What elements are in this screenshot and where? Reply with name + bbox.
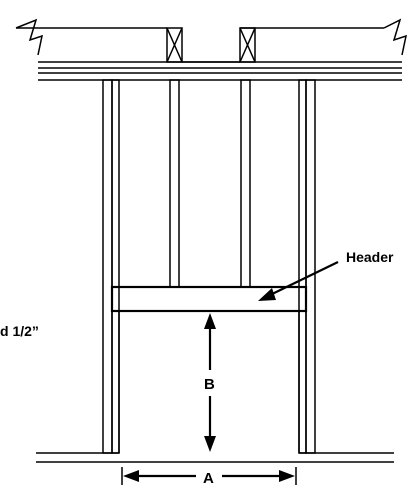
left-jack-stud bbox=[111, 79, 120, 454]
dimension-a: A bbox=[121, 467, 297, 487]
right-king-stud-outer bbox=[305, 79, 316, 454]
dimension-a-arrow-right bbox=[279, 470, 295, 482]
dimension-a-label: A bbox=[203, 470, 214, 487]
left-king-stud-outer bbox=[102, 79, 113, 454]
dimension-b: B bbox=[204, 313, 216, 452]
right-blocking-x2 bbox=[239, 27, 256, 63]
dimension-a-arrow-left bbox=[123, 470, 139, 482]
left-blocking bbox=[166, 27, 183, 63]
header-leader-line bbox=[267, 261, 339, 297]
left-joist-break-line bbox=[15, 18, 44, 56]
right-jack-stud bbox=[298, 79, 307, 454]
cripple-stud-right bbox=[240, 79, 251, 288]
dimension-b-label: B bbox=[204, 376, 215, 393]
left-blocking-x2 bbox=[166, 27, 183, 63]
dimension-b-arrow-up bbox=[204, 313, 216, 329]
header-label: Header bbox=[346, 249, 394, 265]
top-plate-assembly bbox=[15, 18, 408, 81]
right-joist-break-line bbox=[383, 18, 408, 56]
sole-plate bbox=[36, 452, 394, 463]
right-blocking bbox=[239, 27, 256, 63]
cutoff-dimension-text: d 1/2” bbox=[0, 323, 39, 339]
cripple-stud-left bbox=[169, 79, 180, 288]
dimension-b-arrow-down bbox=[204, 436, 216, 452]
header-leader-arrowhead bbox=[258, 288, 276, 301]
